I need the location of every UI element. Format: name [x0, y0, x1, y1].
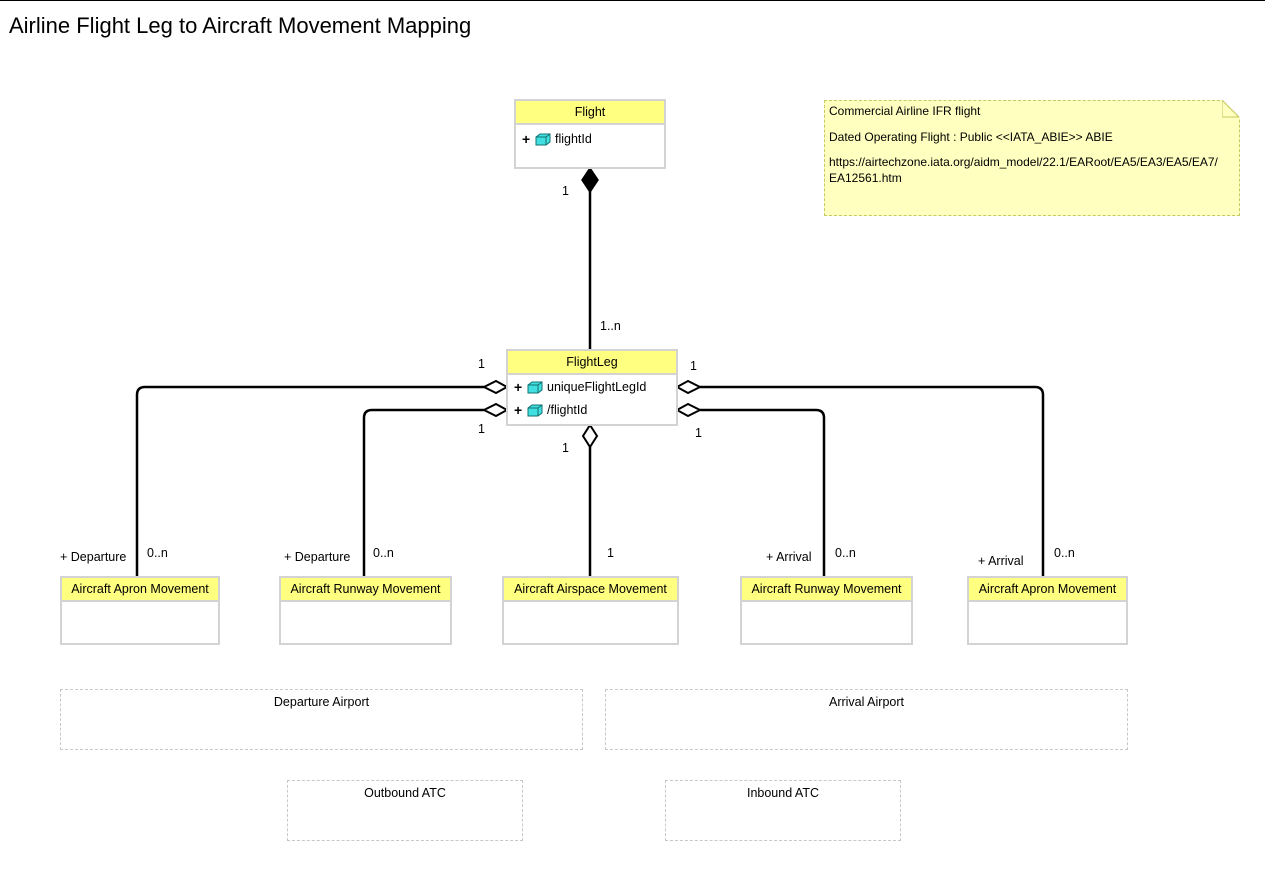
note-line: Commercial Airline IFR flight	[829, 104, 981, 118]
note-fold-corner	[1222, 100, 1240, 118]
boundary-label: Arrival Airport	[828, 695, 905, 709]
multiplicity-label: 1	[562, 184, 569, 198]
assoc-line-apron-arrival	[700, 385, 1045, 577]
movement-class-airspace[interactable]: Aircraft Airspace Movement	[502, 576, 679, 645]
movement-class-name: Aircraft Runway Movement	[281, 578, 450, 602]
visibility-marker: +	[514, 379, 523, 395]
composition-diamond	[581, 166, 599, 194]
movement-class-name: Aircraft Apron Movement	[62, 578, 218, 602]
movement-class-runway-arrival[interactable]: Aircraft Runway Movement	[740, 576, 913, 645]
movement-class-apron-departure[interactable]: Aircraft Apron Movement	[60, 576, 220, 645]
attribute-name: /flightId	[547, 403, 588, 417]
aggregation-diamond-runway-arrival	[674, 402, 703, 418]
boundary-label: Departure Airport	[273, 695, 370, 709]
assoc-line-runway-arrival	[700, 408, 826, 577]
flight-class[interactable]: Flight + flightId	[514, 99, 666, 169]
multiplicity-label: 0..n	[147, 546, 168, 560]
flight-leg-class[interactable]: FlightLeg + uniqueFlightLegId + /flightI…	[506, 349, 678, 426]
flight-class-name: Flight	[516, 101, 664, 125]
assoc-line-runway-departure	[362, 408, 484, 577]
movement-class-runway-departure[interactable]: Aircraft Runway Movement	[279, 576, 452, 645]
boundary-departure-airport[interactable]: Departure Airport	[60, 689, 583, 750]
multiplicity-label: 0..n	[373, 546, 394, 560]
note-line: Dated Operating Flight : Public <<IATA_A…	[829, 129, 1113, 144]
multiplicity-label: 1	[562, 441, 569, 455]
visibility-marker: +	[522, 131, 531, 147]
aggregation-diamond-apron-departure	[481, 379, 510, 395]
boundary-outbound-atc[interactable]: Outbound ATC	[287, 780, 523, 841]
role-label: + Departure	[60, 550, 127, 564]
top-border-line	[0, 0, 1265, 1]
multiplicity-label: 0..n	[835, 546, 856, 560]
multiplicity-label: 1	[478, 357, 485, 371]
note[interactable]: Commercial Airline IFR flight Dated Oper…	[824, 100, 1240, 216]
movement-class-name: Aircraft Apron Movement	[969, 578, 1126, 602]
multiplicity-label: 1	[478, 422, 485, 436]
multiplicity-label: 1	[695, 426, 702, 440]
attribute-icon	[527, 404, 543, 417]
attribute-name: flightId	[555, 132, 592, 146]
flight-attribute[interactable]: + flightId	[522, 131, 592, 147]
attribute-icon	[535, 133, 551, 146]
aggregation-diamond-airspace	[581, 423, 599, 449]
flight-leg-class-name: FlightLeg	[508, 351, 676, 375]
boundary-arrival-airport[interactable]: Arrival Airport	[605, 689, 1128, 750]
boundary-label: Outbound ATC	[364, 786, 446, 800]
assoc-line-apron-departure	[135, 385, 484, 577]
boundary-inbound-atc[interactable]: Inbound ATC	[665, 780, 901, 841]
multiplicity-label: 1	[690, 359, 697, 373]
aggregation-diamond-runway-departure	[481, 402, 510, 418]
boundary-label: Inbound ATC	[746, 786, 820, 800]
flight-leg-attribute[interactable]: + uniqueFlightLegId	[514, 379, 646, 395]
attribute-icon	[527, 381, 543, 394]
multiplicity-label: 1	[607, 546, 614, 560]
attribute-name: uniqueFlightLegId	[547, 380, 647, 394]
multiplicity-label: 1..n	[600, 319, 621, 333]
role-label: + Arrival	[978, 554, 1024, 568]
visibility-marker: +	[514, 402, 523, 418]
flight-leg-attribute[interactable]: + /flightId	[514, 402, 587, 418]
movement-class-name: Aircraft Runway Movement	[742, 578, 911, 602]
multiplicity-label: 0..n	[1054, 546, 1075, 560]
role-label: + Arrival	[766, 550, 812, 564]
aggregation-diamond-apron-arrival	[674, 379, 703, 395]
diagram-title: Airline Flight Leg to Aircraft Movement …	[9, 13, 472, 38]
role-label: + Departure	[284, 550, 351, 564]
movement-class-name: Aircraft Airspace Movement	[504, 578, 677, 602]
note-link: https://airtechzone.iata.org/aidm_model/…	[829, 155, 1218, 185]
movement-class-apron-arrival[interactable]: Aircraft Apron Movement	[967, 576, 1128, 645]
